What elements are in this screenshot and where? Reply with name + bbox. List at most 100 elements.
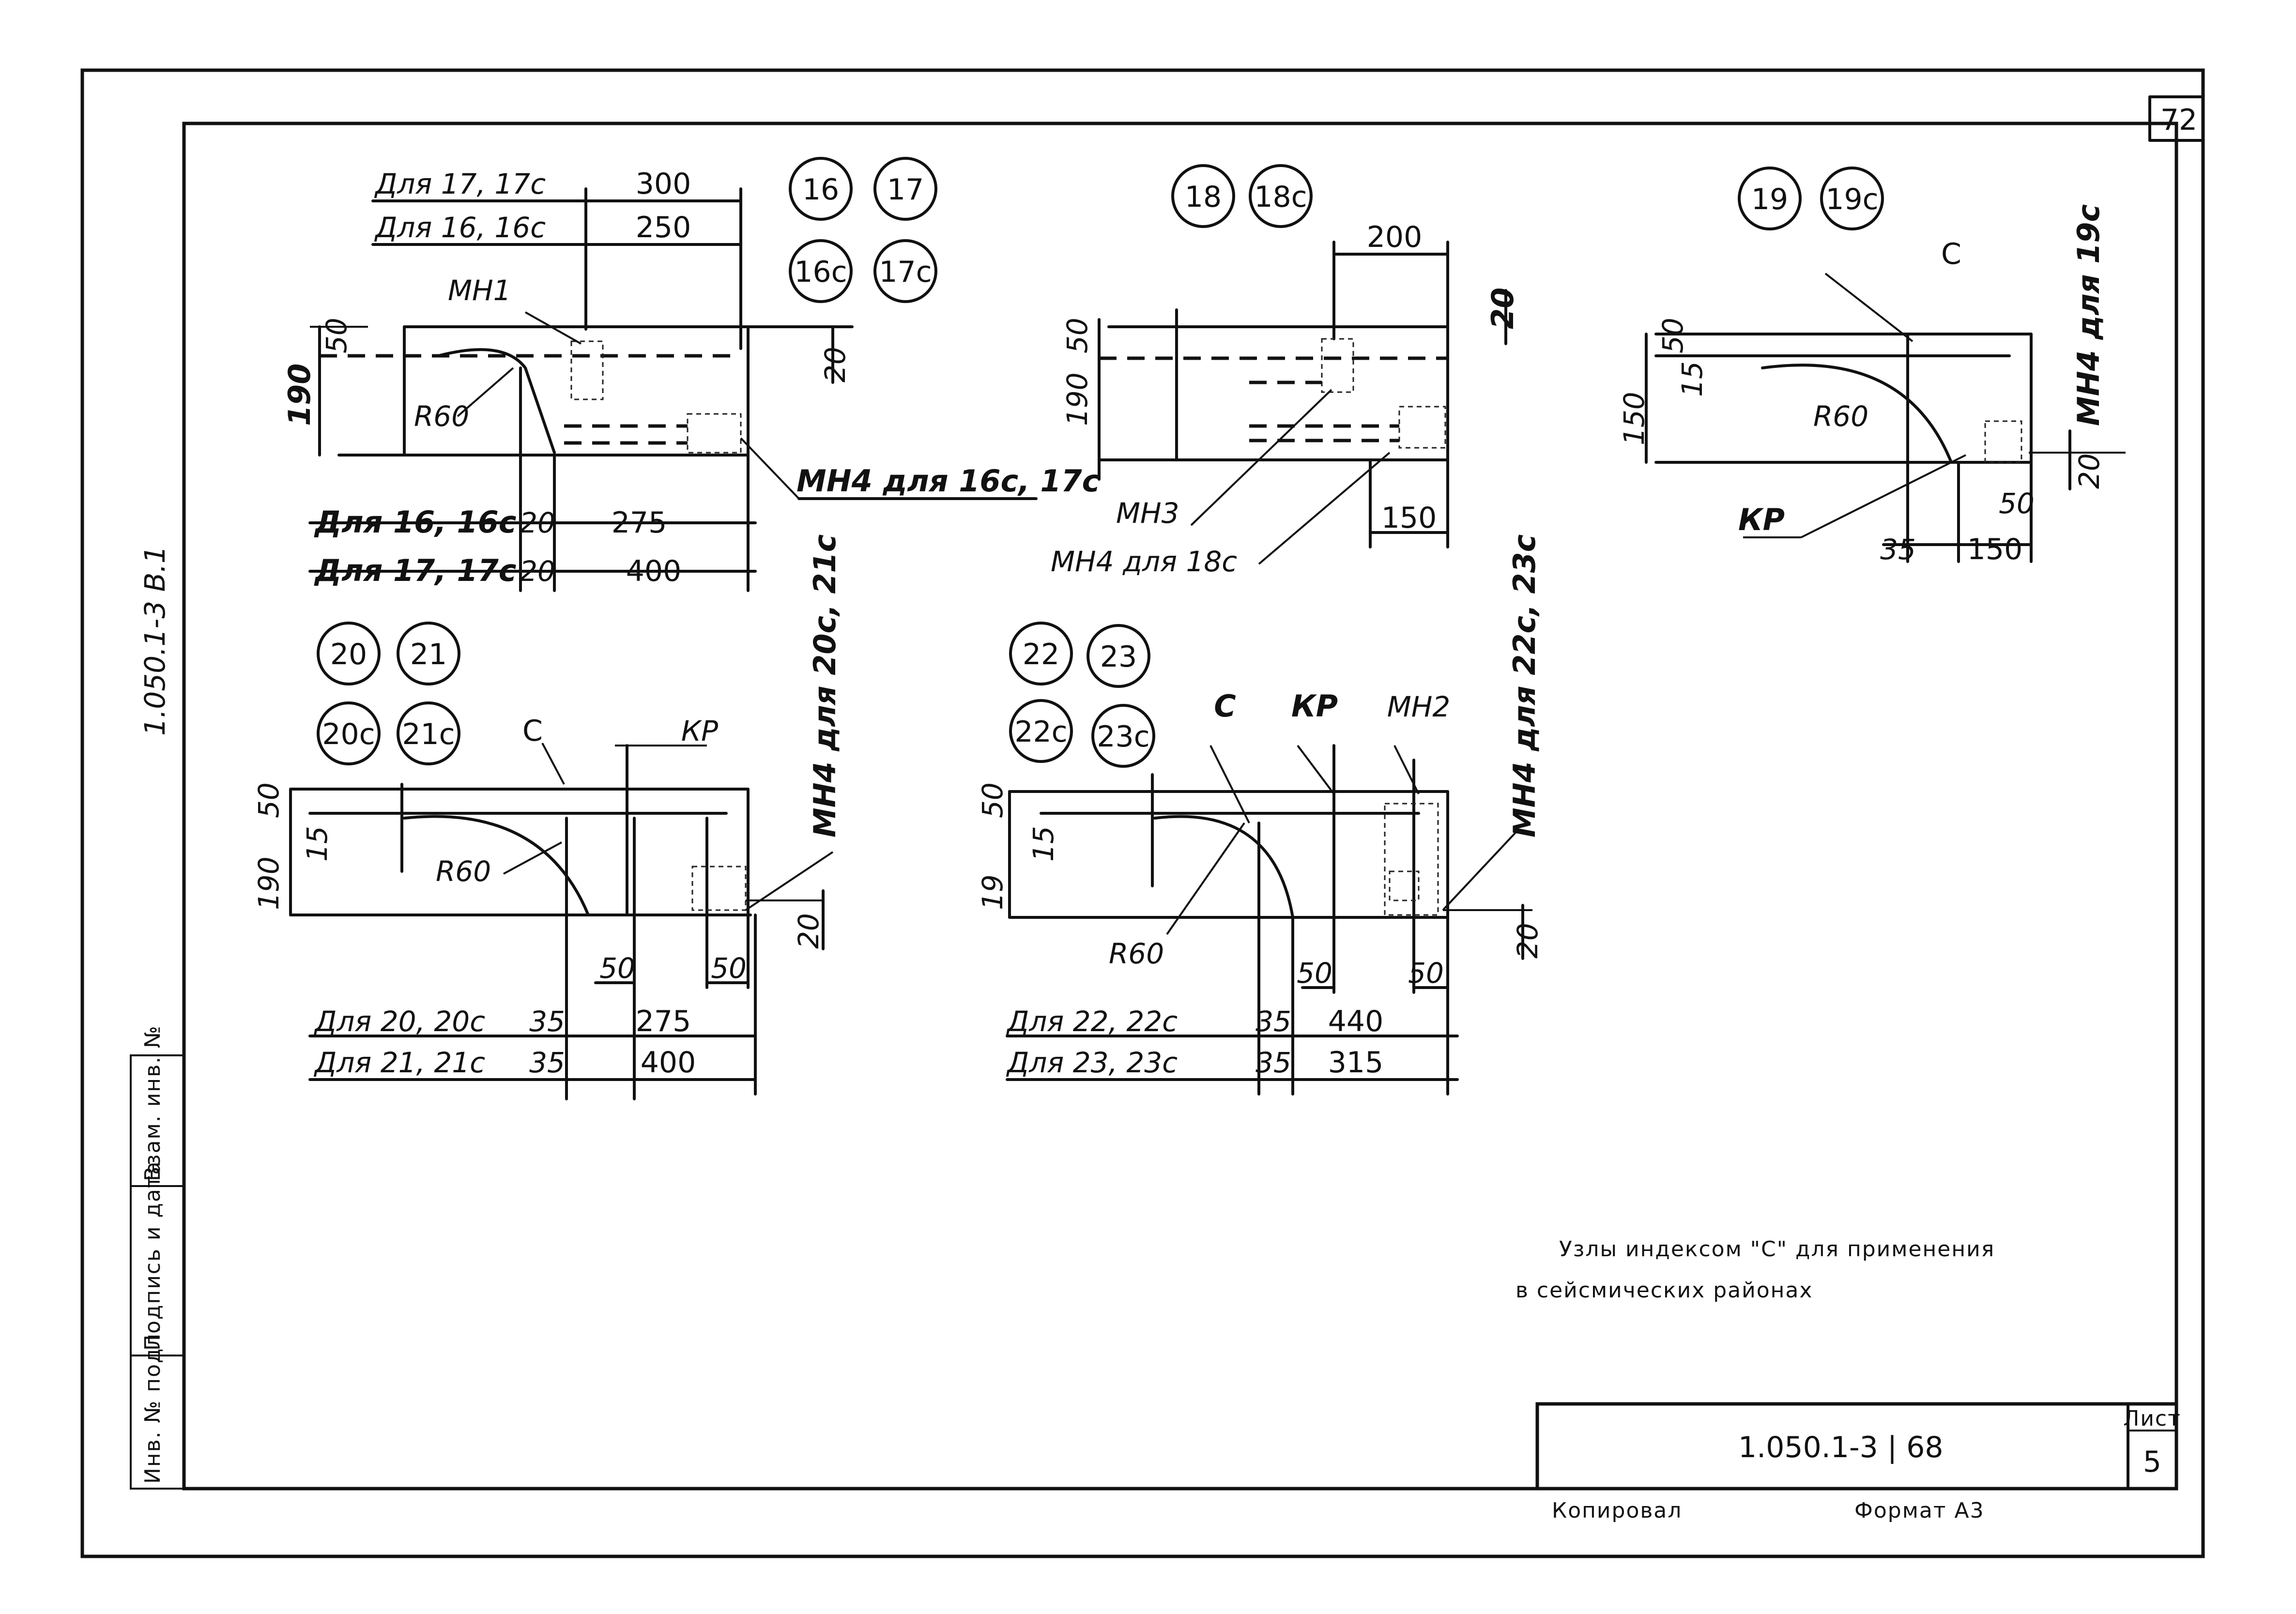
dim-value: 20 bbox=[819, 347, 852, 382]
dim-value: 20 bbox=[520, 555, 555, 588]
node-22-23-markers bbox=[1009, 622, 1155, 768]
node-22-23-drawing bbox=[1006, 744, 1532, 1096]
radius-label: R60 bbox=[436, 855, 491, 888]
dim-value: 315 bbox=[1328, 1046, 1384, 1080]
plate-label: МН4 для 22с, 23с bbox=[1507, 534, 1542, 837]
dim-value: 50 bbox=[1408, 957, 1444, 990]
dim-value: 19 bbox=[976, 874, 1009, 910]
title-block bbox=[1535, 1402, 2178, 1491]
dim-value: 35 bbox=[529, 1046, 565, 1079]
node-marker: 19 bbox=[1751, 183, 1788, 216]
note-line-2: в сейсмических районах bbox=[1515, 1278, 1813, 1303]
dim-value: 275 bbox=[612, 506, 667, 540]
copied-label: Копировал bbox=[1552, 1498, 1682, 1523]
dim-value: 20 bbox=[520, 506, 555, 539]
dim-label: Для 16, 16с bbox=[374, 211, 546, 244]
node-16-17-markers bbox=[789, 157, 937, 303]
node-marker: 20с bbox=[322, 717, 375, 751]
doc-number: 1.050.1-3 | 68 bbox=[1738, 1431, 1944, 1464]
dim-value: 15 bbox=[1676, 361, 1709, 397]
dim-label: Для 22, 22с bbox=[1006, 1005, 1178, 1038]
rebar-label: КР bbox=[681, 715, 718, 747]
node-18-drawing bbox=[1098, 241, 1507, 565]
radius-label: R60 bbox=[414, 400, 469, 433]
dim-value: 50 bbox=[320, 318, 353, 353]
dim-value: 15 bbox=[301, 826, 334, 862]
radius-label: R60 bbox=[1109, 937, 1164, 970]
dim-value: 50 bbox=[976, 782, 1009, 818]
dim-value: 20 bbox=[792, 913, 825, 949]
steel-label: С bbox=[1941, 237, 1961, 271]
dim-value: 20 bbox=[1485, 288, 1520, 329]
dim-value: 20 bbox=[2073, 453, 2106, 489]
node-19-markers bbox=[1738, 167, 1884, 230]
dim-value: 150 bbox=[1381, 501, 1437, 535]
dim-value: 190 bbox=[282, 364, 317, 426]
dim-value: 35 bbox=[529, 1005, 565, 1038]
node-marker: 23с bbox=[1097, 720, 1149, 754]
dim-label: Для 17, 17с bbox=[374, 167, 546, 200]
node-marker: 16 bbox=[802, 173, 839, 207]
dim-value: 50 bbox=[599, 952, 635, 985]
format-label: Формат А3 bbox=[1854, 1498, 1985, 1523]
dim-value: 35 bbox=[1255, 1005, 1291, 1038]
dim-value: 50 bbox=[1999, 487, 2035, 520]
sheet-number: 5 bbox=[2143, 1445, 2161, 1479]
node-marker: 22с bbox=[1014, 715, 1067, 749]
dim-value: 50 bbox=[711, 952, 747, 985]
dim-label: Для 21, 21с bbox=[313, 1046, 485, 1079]
node-marker: 20 bbox=[330, 638, 367, 671]
dim-label: Для 20, 20с bbox=[313, 1005, 485, 1038]
stamp-box-3: Взам. инв. № bbox=[140, 1025, 165, 1181]
plate-label: МН4 для 19с bbox=[2071, 204, 2106, 426]
plate-label: МН4 для 16с, 17с bbox=[796, 463, 1100, 499]
node-marker: 18 bbox=[1185, 180, 1222, 214]
sheet-label: Лист bbox=[2123, 1406, 2181, 1431]
rebar-label: КР bbox=[1291, 688, 1338, 724]
dim-value: 150 bbox=[1967, 533, 2023, 566]
dim-value: 190 bbox=[1061, 372, 1094, 426]
node-marker: 17 bbox=[887, 173, 924, 207]
dim-label: Для 17, 17с bbox=[314, 553, 517, 588]
dim-label: Для 23, 23с bbox=[1006, 1046, 1178, 1079]
plate-label: МН3 bbox=[1116, 497, 1179, 530]
dim-value: 200 bbox=[1367, 220, 1423, 254]
node-marker: 21 bbox=[410, 638, 447, 671]
node-marker: 21с bbox=[402, 717, 455, 751]
steel-label: С bbox=[1214, 688, 1236, 724]
node-20-21-drawing bbox=[289, 743, 834, 1100]
dim-value: 400 bbox=[641, 1046, 696, 1080]
plate-label: МН2 bbox=[1387, 690, 1451, 723]
stamp-box-1: Инв. № подл. bbox=[140, 1325, 165, 1484]
dim-value: 300 bbox=[636, 167, 691, 201]
dim-value: 150 bbox=[1618, 392, 1651, 445]
node-marker: 16с bbox=[794, 255, 847, 289]
node-19-drawing bbox=[1645, 273, 2126, 563]
stamp-box-2: Подпись и дата bbox=[140, 1161, 165, 1351]
dim-value: 15 bbox=[1027, 826, 1060, 862]
dim-value: 275 bbox=[636, 1005, 691, 1038]
dim-value: 400 bbox=[626, 554, 682, 588]
dim-value: 50 bbox=[252, 782, 285, 818]
plate-label: МН1 bbox=[448, 274, 511, 307]
side-code: 1.050.1-3 В.1 bbox=[138, 546, 171, 736]
sheet-frame bbox=[80, 68, 2205, 1558]
dim-value: 440 bbox=[1328, 1005, 1384, 1038]
node-marker: 18с bbox=[1254, 180, 1307, 214]
dim-value: 50 bbox=[1656, 318, 1689, 353]
rebar-label: КР bbox=[1738, 502, 1785, 537]
plate-label: МН4 для 18с bbox=[1051, 545, 1237, 578]
plate-label: МН4 для 20с, 21с bbox=[807, 534, 842, 837]
node-marker: 22 bbox=[1023, 638, 1059, 671]
node-marker: 17с bbox=[879, 255, 932, 289]
node-marker: 23 bbox=[1100, 640, 1137, 674]
dim-value: 190 bbox=[252, 856, 285, 910]
sheet-corner-number: 72 bbox=[2160, 103, 2197, 137]
dim-value: 50 bbox=[1061, 318, 1094, 353]
dim-value: 250 bbox=[636, 211, 691, 244]
dim-value: 20 bbox=[1511, 923, 1544, 959]
dim-value: 35 bbox=[1255, 1046, 1291, 1079]
radius-label: R60 bbox=[1813, 400, 1868, 433]
steel-label: С bbox=[522, 714, 543, 748]
dim-label: Для 16, 16с bbox=[314, 504, 517, 540]
